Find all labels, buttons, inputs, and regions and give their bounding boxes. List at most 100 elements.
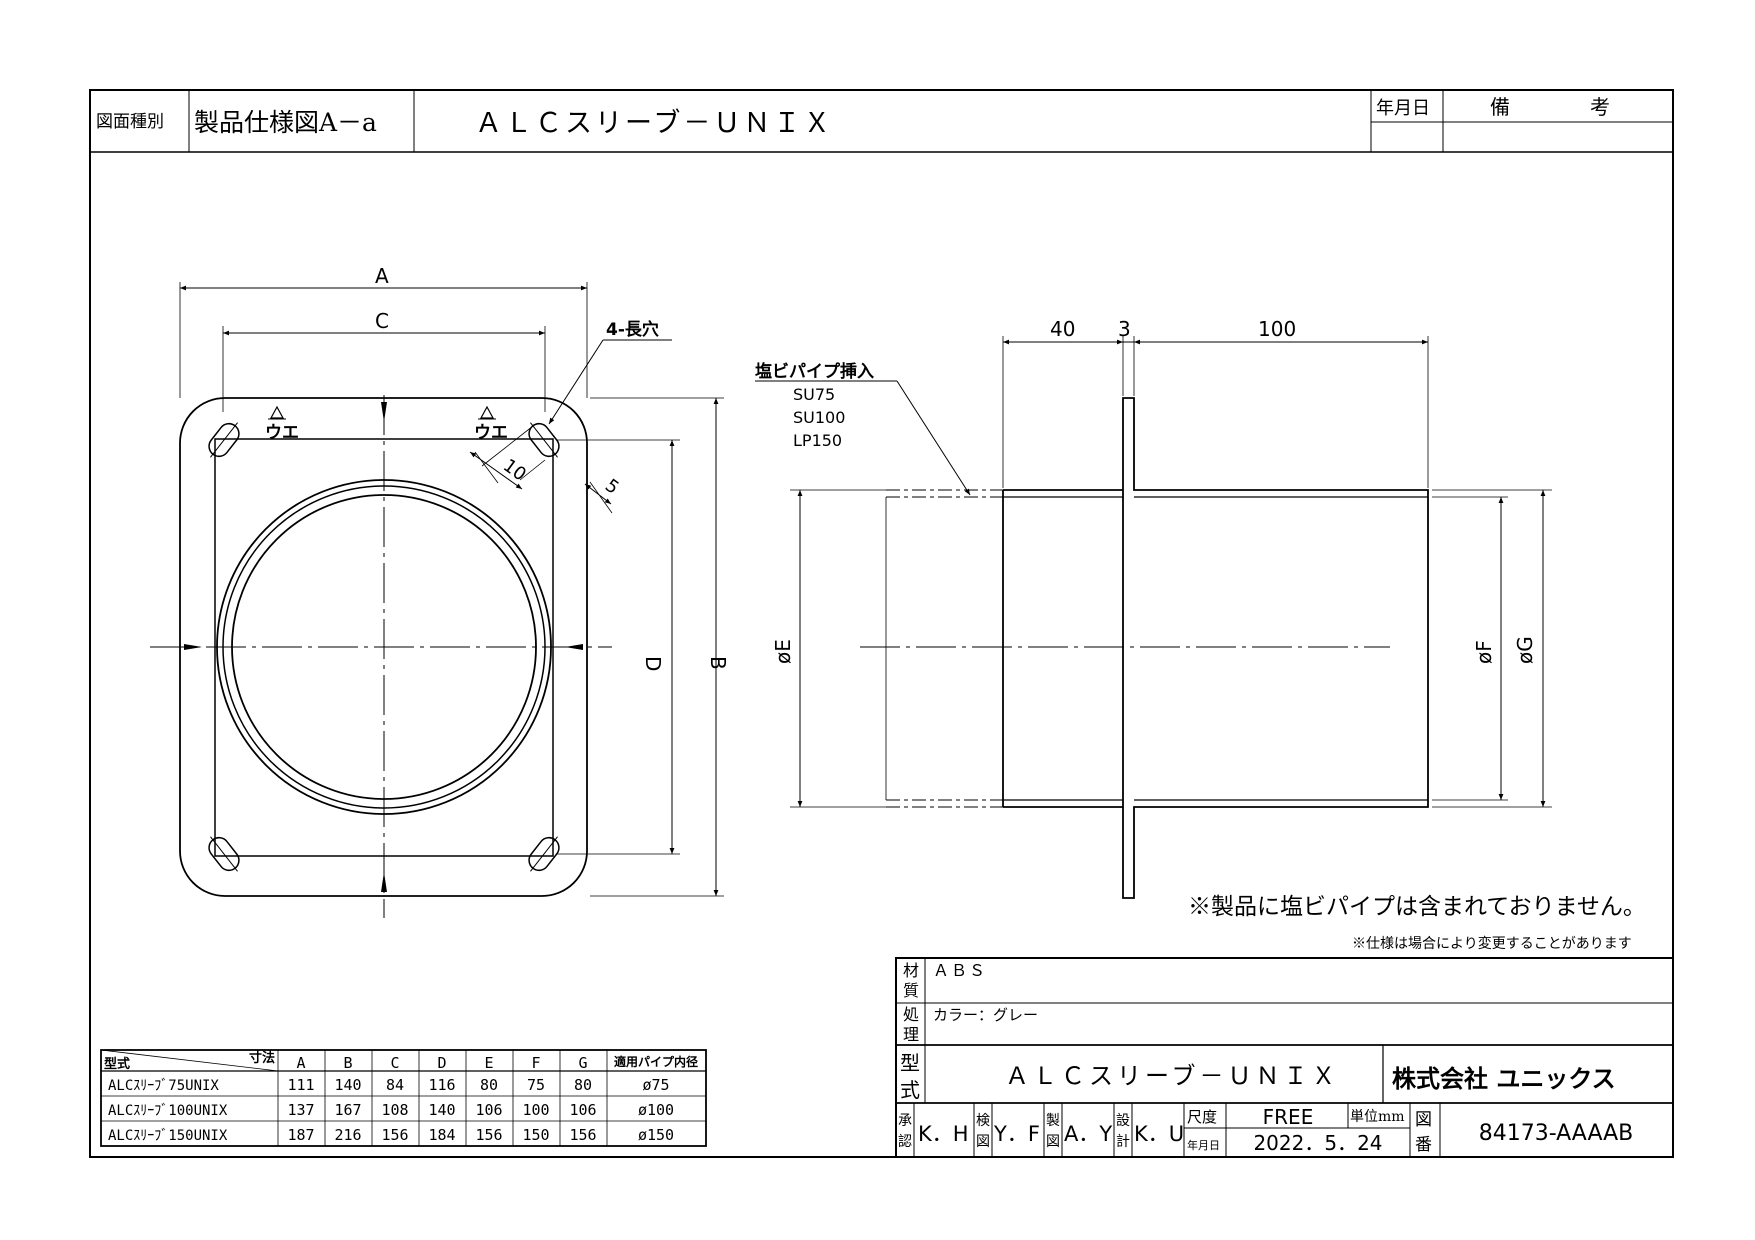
finish-label: 処 <box>903 1005 919 1024</box>
sleeve-profile <box>1002 397 1429 899</box>
table-col-header: F <box>531 1054 540 1072</box>
up-mark-label: ウエ <box>474 423 508 443</box>
drawing-no-label: 図 <box>1415 1110 1432 1130</box>
finish-label: 理 <box>903 1025 919 1044</box>
material-value: ＡＢＳ <box>933 961 987 980</box>
svg-text:140: 140 <box>334 1076 361 1094</box>
checked-label: 検 <box>976 1113 990 1129</box>
drawing-type-label: 図面種別 <box>96 112 164 132</box>
svg-text:ø150: ø150 <box>638 1126 674 1144</box>
align-mark-left <box>184 644 202 650</box>
svg-text:140: 140 <box>428 1101 455 1119</box>
remarks-label: 備 考 <box>1490 95 1610 119</box>
slot-label: 4-長穴 <box>606 319 659 340</box>
material-label: 材 <box>903 961 919 980</box>
designed-label: 設 <box>1116 1113 1130 1129</box>
pipe-insert-label: 塩ビパイプ挿入 <box>755 361 874 382</box>
date-label: 年月日 <box>1187 1138 1220 1152</box>
designed-value: K．U <box>1134 1122 1184 1146</box>
scale-label: 尺度 <box>1187 1108 1217 1126</box>
model-value: ＡＬＣスリーブ－ＵＮＩＸ <box>1005 1062 1340 1090</box>
drawing-number: 84173-AAAAB <box>1479 1121 1634 1146</box>
designed-label: 計 <box>1116 1134 1130 1150</box>
svg-text:ø75: ø75 <box>642 1076 669 1094</box>
align-mark-top <box>381 402 387 422</box>
table-row: ALCｽﾘｰﾌﾞ75UNIX 111 140 84 116 80 75 80 ø… <box>108 1076 670 1094</box>
date-label: 年月日 <box>1376 98 1430 119</box>
dim-f-label: øF <box>1472 640 1496 664</box>
slot-height-label: 5 <box>601 475 623 499</box>
svg-text:111: 111 <box>287 1076 314 1094</box>
mounting-slot <box>208 422 240 458</box>
mounting-slot <box>208 836 240 872</box>
model-label: 式 <box>900 1078 920 1102</box>
drawn-value: A．Y <box>1064 1122 1112 1146</box>
spec-table <box>100 1049 707 1147</box>
mounting-slot <box>528 422 560 458</box>
svg-text:ALCｽﾘｰﾌﾞ75UNIX: ALCｽﾘｰﾌﾞ75UNIX <box>108 1078 219 1094</box>
table-pipe-header: 適用パイプ内径 <box>614 1054 698 1069</box>
table-row: ALCｽﾘｰﾌﾞ100UNIX 137 167 108 140 106 100 … <box>108 1101 674 1119</box>
svg-text:156: 156 <box>475 1126 502 1144</box>
svg-text:100: 100 <box>522 1101 549 1119</box>
side-view <box>755 336 1552 899</box>
drawn-label: 製 <box>1046 1113 1060 1129</box>
front-dimensions <box>179 282 724 897</box>
drawing-title: ＡＬＣスリーブ－ＵＮＩＸ <box>475 108 833 139</box>
sleeve-inner-circle <box>231 494 537 800</box>
slot-width-label: 10 <box>499 455 530 485</box>
finish-value: カラー：グレー <box>933 1006 1038 1024</box>
body-outline <box>214 438 554 857</box>
approved-value: K．H <box>918 1122 969 1146</box>
pipe-type-su100: SU100 <box>793 408 845 427</box>
dim-40-label: 40 <box>1050 317 1075 341</box>
sheet-frame <box>89 89 1674 1158</box>
sleeve-outer-circle <box>216 479 552 815</box>
flange-outline <box>179 397 588 897</box>
up-triangle-icon <box>479 405 495 419</box>
svg-text:216: 216 <box>334 1126 361 1144</box>
dim-c-label: C <box>375 309 389 333</box>
svg-text:187: 187 <box>287 1126 314 1144</box>
svg-text:80: 80 <box>480 1076 498 1094</box>
svg-text:116: 116 <box>428 1076 455 1094</box>
note-pipe-excluded: ※製品に塩ビパイプは含まれておりません。 <box>1188 894 1646 920</box>
material-label: 質 <box>903 981 919 1000</box>
table-model-header: 型式 <box>104 1056 130 1072</box>
svg-text:ALCｽﾘｰﾌﾞ150UNIX: ALCｽﾘｰﾌﾞ150UNIX <box>108 1128 228 1144</box>
pipe-type-su75: SU75 <box>793 385 835 404</box>
table-size-header: 寸法 <box>249 1050 275 1066</box>
svg-text:156: 156 <box>381 1126 408 1144</box>
svg-text:106: 106 <box>569 1101 596 1119</box>
svg-text:ALCｽﾘｰﾌﾞ100UNIX: ALCｽﾘｰﾌﾞ100UNIX <box>108 1103 228 1119</box>
up-mark-label: ウエ <box>265 423 299 443</box>
svg-text:184: 184 <box>428 1126 455 1144</box>
approved-label: 認 <box>898 1134 912 1150</box>
svg-text:108: 108 <box>381 1101 408 1119</box>
svg-text:150: 150 <box>522 1126 549 1144</box>
sleeve-mid-circle <box>222 485 546 809</box>
info-block <box>895 957 1674 1158</box>
svg-text:ø100: ø100 <box>638 1101 674 1119</box>
table-col-header: A <box>296 1054 305 1072</box>
date-value: 2022．5．24 <box>1253 1131 1382 1155</box>
table-col-header: C <box>390 1054 399 1072</box>
svg-text:167: 167 <box>334 1101 361 1119</box>
svg-text:156: 156 <box>569 1126 596 1144</box>
svg-text:80: 80 <box>574 1076 592 1094</box>
drawing-no-label: 番 <box>1415 1135 1432 1155</box>
up-triangle-icon <box>269 405 285 419</box>
dim-b-label: B <box>706 656 730 670</box>
unit-label: 単位mm <box>1350 1109 1405 1125</box>
company-logo: 株式会社 ユニックス <box>1392 1065 1616 1093</box>
drawing-type: 製品仕様図A－a <box>194 108 377 137</box>
dim-d-label: D <box>641 656 665 671</box>
table-row: ALCｽﾘｰﾌﾞ150UNIX 187 216 156 184 156 150 … <box>108 1126 674 1144</box>
table-col-header: D <box>437 1054 446 1072</box>
pipe-type-lp150: LP150 <box>793 431 842 450</box>
svg-text:75: 75 <box>527 1076 545 1094</box>
dim-e-label: øE <box>771 639 795 664</box>
scale-value: FREE <box>1263 1105 1314 1129</box>
dim-g-label: øG <box>1513 636 1537 664</box>
dim-3-label: 3 <box>1118 317 1131 341</box>
